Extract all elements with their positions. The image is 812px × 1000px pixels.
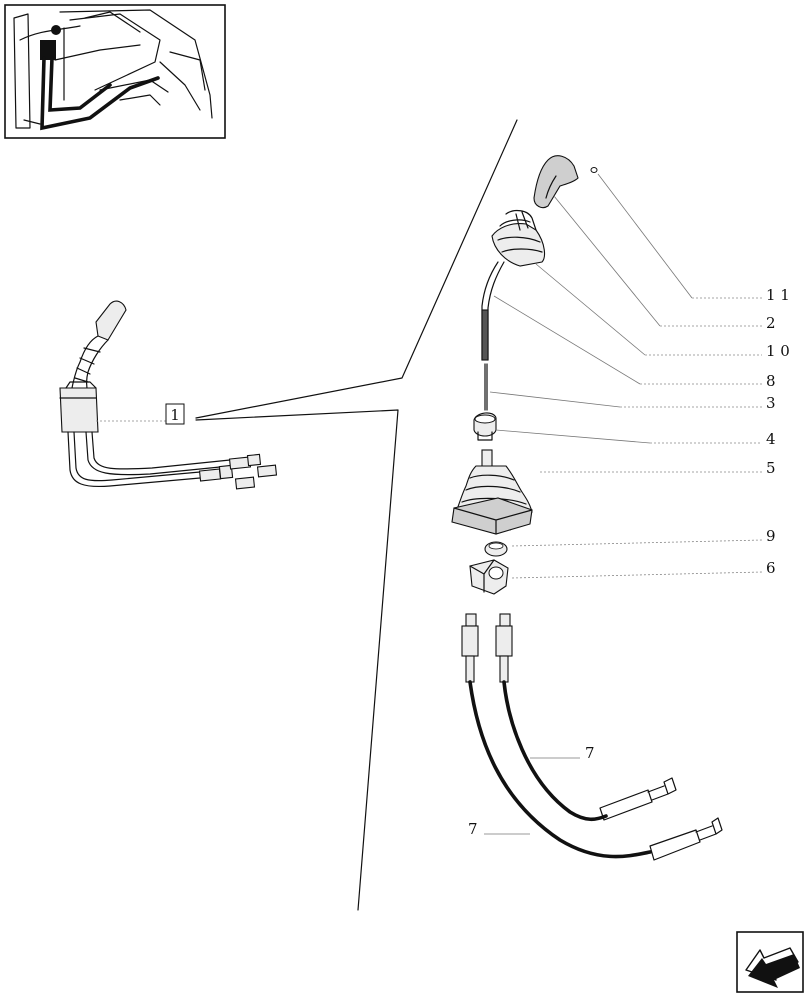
assembly-label: 1 xyxy=(170,406,180,424)
joystick-assembly xyxy=(59,300,278,490)
callout-7-lower: 7 xyxy=(468,820,478,838)
callout-labels: 1 1 2 1 0 8 3 4 5 9 6 7 7 xyxy=(468,286,790,838)
leader-lines xyxy=(484,173,763,835)
assembly-label-box: 1 xyxy=(165,403,185,425)
callout-6: 6 xyxy=(766,559,776,577)
callout-7-upper: 7 xyxy=(585,744,595,762)
callout-11: 1 1 xyxy=(766,286,790,304)
previous-page-button[interactable] xyxy=(736,931,804,993)
callout-10: 1 0 xyxy=(766,342,790,360)
callout-8: 8 xyxy=(766,372,776,390)
callout-9: 9 xyxy=(766,527,776,545)
callout-2: 2 xyxy=(766,314,776,332)
exploded-parts xyxy=(451,155,723,861)
callout-3: 3 xyxy=(766,394,776,412)
explode-boundary xyxy=(195,119,518,911)
tractor-cab-locator-icon xyxy=(13,9,213,131)
callout-5: 5 xyxy=(766,459,776,477)
callout-4: 4 xyxy=(766,430,776,448)
previous-page-arrow-icon xyxy=(745,947,800,988)
locator-thumbnail xyxy=(4,4,226,139)
